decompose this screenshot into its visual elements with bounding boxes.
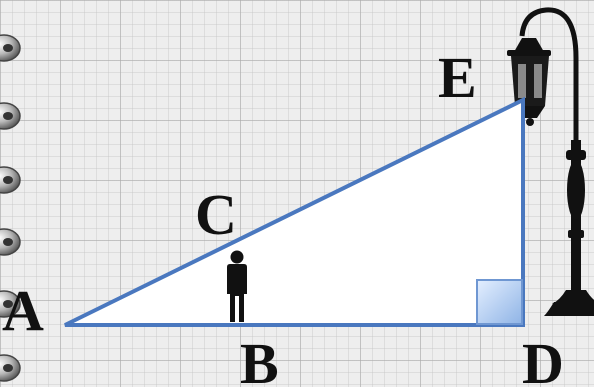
notebook-ring-icon (0, 166, 21, 194)
street-lamp-icon (507, 7, 594, 316)
notebook-ring-icon (0, 354, 21, 382)
point-label-c: C (195, 182, 237, 247)
notebook-ring-icon (0, 34, 21, 62)
notebook-ring-icon (0, 290, 21, 318)
notebook-binding (0, 34, 21, 382)
point-label-d: D (522, 331, 564, 387)
point-label-e: E (438, 45, 477, 110)
person-silhouette-icon (227, 250, 247, 322)
right-angle-marker (476, 279, 523, 325)
notebook-ring-icon (0, 228, 21, 256)
point-label-b: B (240, 331, 279, 387)
triangle-ade (64, 96, 525, 327)
notebook-ring-icon (0, 102, 21, 130)
point-label-a: A (2, 278, 44, 343)
